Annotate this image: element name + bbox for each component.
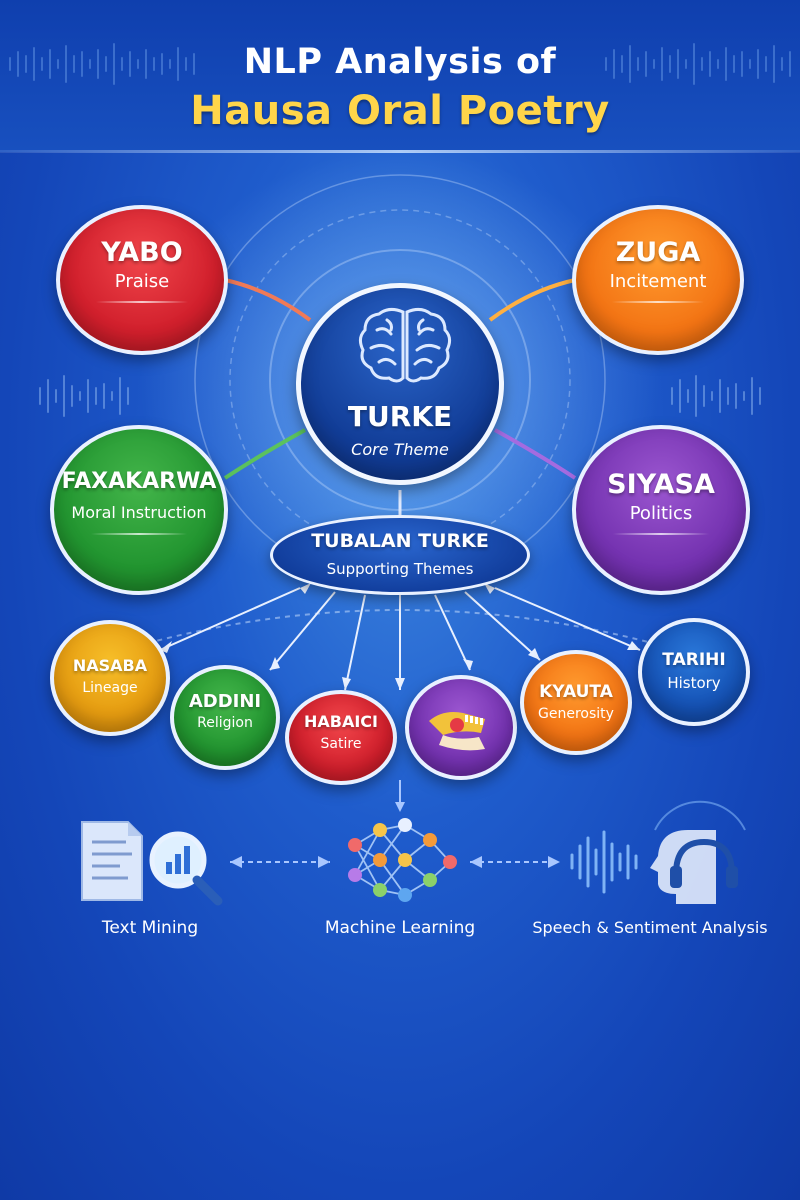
- theme-addini: ADDINI Religion: [170, 665, 280, 770]
- title-line-2: Hausa Oral Poetry: [190, 88, 610, 134]
- theme-label: NASABA: [72, 656, 148, 675]
- theme-label: HABAICI: [304, 712, 378, 731]
- theme-sub: Moral Instruction: [71, 503, 207, 522]
- theme-label: FAXAKARWA: [61, 469, 217, 494]
- theme-yabo: YABO Praise: [56, 205, 228, 355]
- theme-siyasa: SIYASA Politics: [572, 425, 750, 595]
- theme-sub: Satire: [320, 736, 362, 752]
- title-line-1: NLP Analysis of: [243, 42, 557, 82]
- connector-faxakarwa: [223, 428, 306, 480]
- document-search-icon: [81, 821, 223, 906]
- theme-label: ADDINI: [188, 691, 262, 712]
- theme-label: SIYASA: [607, 469, 715, 500]
- theme-sub: Politics: [629, 503, 693, 524]
- theme-tarihi: TARIHI History: [638, 618, 750, 726]
- drum-icon: [429, 712, 485, 751]
- tool-speech-sentiment: Speech & Sentiment Analysis: [532, 918, 768, 937]
- theme-sub: History: [667, 674, 721, 692]
- theme-drum: [405, 675, 517, 780]
- title-rule: [0, 150, 800, 153]
- supporting-label: TUBALAN TURKE: [311, 530, 489, 552]
- tool-text-mining: Text Mining: [101, 918, 199, 938]
- theme-label: KYAUTA: [539, 682, 613, 702]
- title-band: [0, 0, 800, 152]
- supporting-sub: Supporting Themes: [326, 560, 474, 578]
- core-theme: TURKE Core Theme: [296, 283, 504, 485]
- theme-kyauta: KYAUTA Generosity: [520, 650, 632, 755]
- tool-machine-learning: Machine Learning: [324, 918, 476, 938]
- brain-icon: [358, 307, 452, 383]
- theme-nasaba: NASABA Lineage: [50, 620, 170, 736]
- theme-sub: Lineage: [82, 680, 138, 696]
- speech-headphones-icon: [570, 800, 746, 904]
- theme-sub: Generosity: [538, 706, 614, 722]
- core-sub: Core Theme: [351, 440, 449, 459]
- theme-label: YABO: [101, 237, 183, 268]
- theme-sub: Praise: [114, 271, 170, 292]
- neural-network-nodes: [348, 818, 457, 902]
- theme-habaici: HABAICI Satire: [285, 690, 397, 785]
- theme-zuga: ZUGA Incitement: [572, 205, 744, 355]
- theme-sub: Incitement: [609, 271, 707, 292]
- support-arrows: [159, 587, 641, 691]
- connector-zuga: [488, 278, 576, 322]
- header-waveform: [9, 43, 791, 85]
- supporting-themes: TUBALAN TURKE Supporting Themes: [270, 515, 530, 595]
- theme-sub: Religion: [197, 715, 253, 731]
- mid-waveform: [39, 375, 761, 417]
- connector-siyasa: [494, 428, 577, 480]
- connector-yabo: [224, 278, 312, 322]
- theme-label: ZUGA: [615, 237, 701, 268]
- theme-faxakarwa: FAXAKARWA Moral Instruction: [50, 425, 228, 595]
- theme-label: TARIHI: [662, 650, 726, 670]
- core-label: TURKE: [347, 400, 453, 433]
